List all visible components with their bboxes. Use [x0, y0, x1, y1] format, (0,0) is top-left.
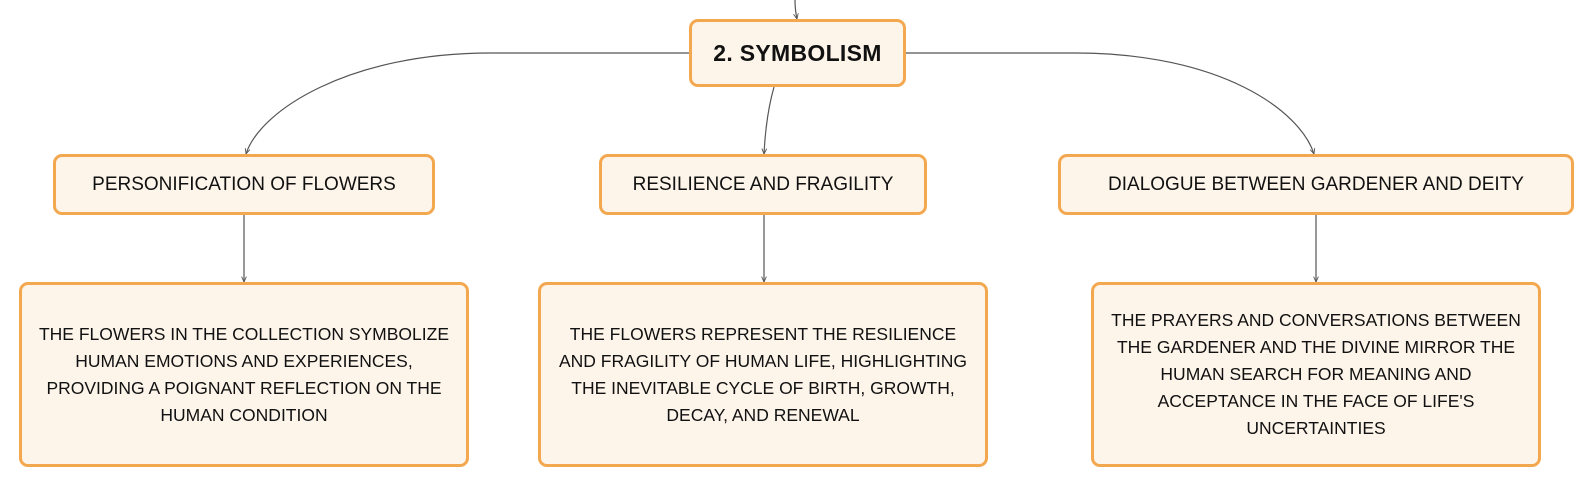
branch-node-label: RESILIENCE AND FRAGILITY: [632, 173, 894, 195]
root-node[interactable]: 2. SYMBOLISM: [689, 19, 906, 87]
detail-node-text: THE FLOWERS REPRESENT THE RESILIENCE AND…: [558, 323, 968, 425]
incoming-connector: [795, 0, 797, 19]
connector-root-to-personification: [246, 52, 689, 154]
branch-node-label: PERSONIFICATION OF FLOWERS: [92, 173, 396, 195]
detail-node-text: THE FLOWERS IN THE COLLECTION SYMBOLIZE …: [38, 323, 450, 425]
branch-node-dialogue[interactable]: DIALOGUE BETWEEN GARDENER AND DEITY: [1058, 154, 1574, 215]
detail-node-text: THE PRAYERS AND CONVERSATIONS BETWEEN TH…: [1111, 310, 1521, 438]
detail-node-resilience[interactable]: THE FLOWERS REPRESENT THE RESILIENCE AND…: [538, 282, 988, 467]
branch-node-resilience[interactable]: RESILIENCE AND FRAGILITY: [599, 154, 927, 215]
connector-root-to-dialogue: [906, 52, 1314, 154]
root-node-label: 2. SYMBOLISM: [713, 39, 882, 66]
detail-node-personification[interactable]: THE FLOWERS IN THE COLLECTION SYMBOLIZE …: [19, 282, 469, 467]
connector-root-to-resilience: [764, 86, 775, 154]
branch-node-label: DIALOGUE BETWEEN GARDENER AND DEITY: [1108, 173, 1524, 195]
detail-node-dialogue[interactable]: THE PRAYERS AND CONVERSATIONS BETWEEN TH…: [1091, 282, 1541, 467]
branch-node-personification[interactable]: PERSONIFICATION OF FLOWERS: [53, 154, 435, 215]
